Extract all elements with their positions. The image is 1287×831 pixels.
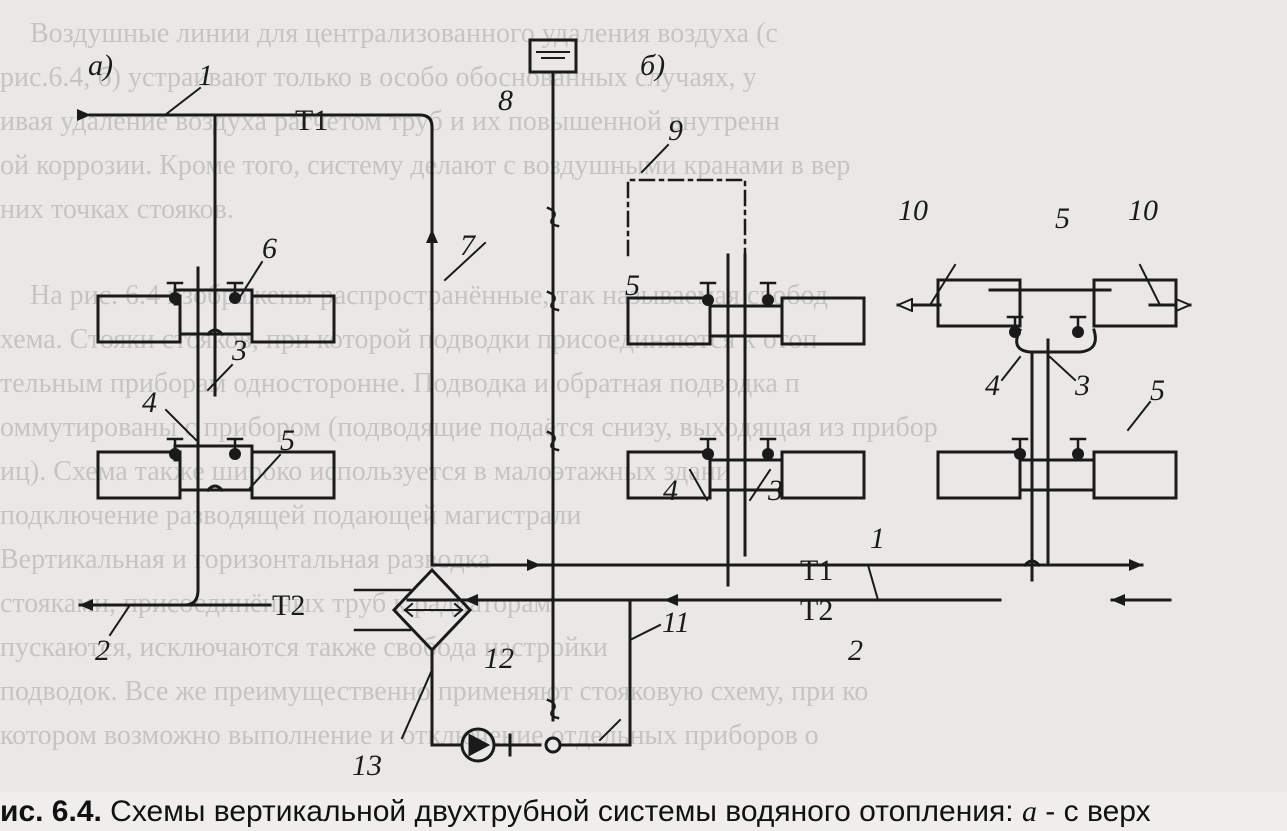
background-text-line: котором возможно выполнение и отключение… [0, 720, 819, 751]
label-sub-b: б) [640, 49, 665, 82]
label-7: 7 [460, 229, 477, 262]
radiator-b-upper-right [780, 296, 866, 346]
label-4-a: 4 [142, 386, 157, 419]
caption-prefix: ис. 6.4. [0, 795, 102, 828]
label-1-top: 1 [198, 59, 213, 92]
scheme-a [77, 109, 438, 611]
background-text-line: рис.6.4, б) устраивают только в особо об… [0, 62, 757, 93]
label-3-right: 3 [1074, 369, 1090, 402]
break-marks [546, 206, 560, 720]
pump-connection [544, 736, 562, 754]
background-text-line: тельным приборам односторонне. Подводка … [0, 368, 800, 399]
radiator-r-upper-right [1092, 278, 1178, 328]
radiator-b-lower-right [780, 450, 866, 500]
label-5-right: 5 [1150, 374, 1165, 407]
label-11: 11 [662, 606, 690, 639]
background-text-line: Вертикальная и горизонтальная разводка [0, 544, 491, 575]
radiator-r-lower-left [936, 450, 1022, 500]
caption-italic: а [1021, 795, 1037, 828]
label-4-right: 4 [985, 369, 1000, 402]
label-6: 6 [262, 232, 277, 265]
radiator-a-lower-right [250, 450, 336, 500]
label-9: 9 [668, 114, 683, 147]
radiator-b-lower-left [626, 450, 712, 500]
label-1-bottom: 1 [870, 522, 885, 555]
label-2-bottom: 2 [848, 634, 863, 667]
label-t1-bottom: Т1 [800, 554, 833, 587]
scheme-right [896, 278, 1192, 582]
label-10-right: 10 [1128, 194, 1158, 227]
label-5-a: 5 [280, 424, 295, 457]
expansion-tank-8 [528, 38, 578, 74]
figure-caption: ис. 6.4. Схемы вертикальной двухтрубной … [0, 792, 1287, 831]
label-4-b: 4 [663, 474, 678, 507]
label-t2-bottom: Т2 [800, 594, 833, 627]
radiator-a-upper-left [96, 294, 182, 344]
background-text-line: подключение разводящей подающей магистра… [0, 500, 582, 531]
label-sub-a: а) [88, 49, 113, 82]
background-page-text: Воздушные линии для централизованного уд… [0, 18, 938, 751]
radiator-r-lower-right [1092, 450, 1178, 500]
air-line-9 [626, 178, 747, 257]
background-text-line: оммутированы с прибором (подводящие пода… [0, 412, 938, 443]
pump-suction-loop [558, 598, 632, 747]
label-3-a: 3 [231, 334, 247, 367]
radiator-a-lower-left [96, 450, 182, 500]
label-13: 13 [352, 749, 382, 782]
background-text-line: ивая удаление воздуха расчетом труб и их… [0, 106, 781, 137]
background-text-line: хема. Стояки стояков, при которой подвод… [0, 324, 818, 355]
scheme-b [353, 38, 1172, 763]
background-text-line: них точках стояков. [0, 194, 234, 225]
label-12: 12 [484, 642, 514, 675]
label-10-left: 10 [898, 194, 928, 227]
label-2-a: 2 [95, 634, 110, 667]
supply-corner-a [418, 113, 434, 129]
caption-suffix: - с верх [1036, 795, 1151, 828]
label-5-right-top: 5 [1055, 202, 1070, 235]
background-text-line: пускаются, исключаются также свобода нас… [0, 632, 608, 663]
label-3-b: 3 [767, 474, 783, 507]
label-t2-a: Т2 [272, 589, 305, 622]
background-text-line: Воздушные линии для централизованного уд… [30, 18, 778, 49]
label-t1-top: Т1 [295, 104, 328, 137]
radiator-a-upper-right [250, 294, 336, 344]
label-5-b: 5 [625, 269, 640, 302]
radiator-r-upper-left [936, 278, 1022, 328]
leader-lines [108, 86, 1162, 742]
radiator-b-upper-left [626, 296, 712, 346]
heating-system-diagram: а) б) 1 Т1 6 7 8 9 3 4 5 2 Т2 5 4 3 1 Т1… [77, 38, 1192, 782]
background-text-line: иц). Схема также широко используется в м… [0, 456, 731, 487]
caption-text: Схемы вертикальной двухтрубной системы в… [101, 795, 1022, 828]
background-text-line: подводок. Все же преимущественно применя… [0, 676, 869, 707]
valve-dots [169, 292, 1084, 460]
background-text-line: ой коррозии. Кроме того, систему делают … [0, 150, 851, 181]
pump-line [430, 648, 462, 747]
label-8: 8 [498, 84, 513, 117]
upper-loop [1015, 327, 1097, 354]
